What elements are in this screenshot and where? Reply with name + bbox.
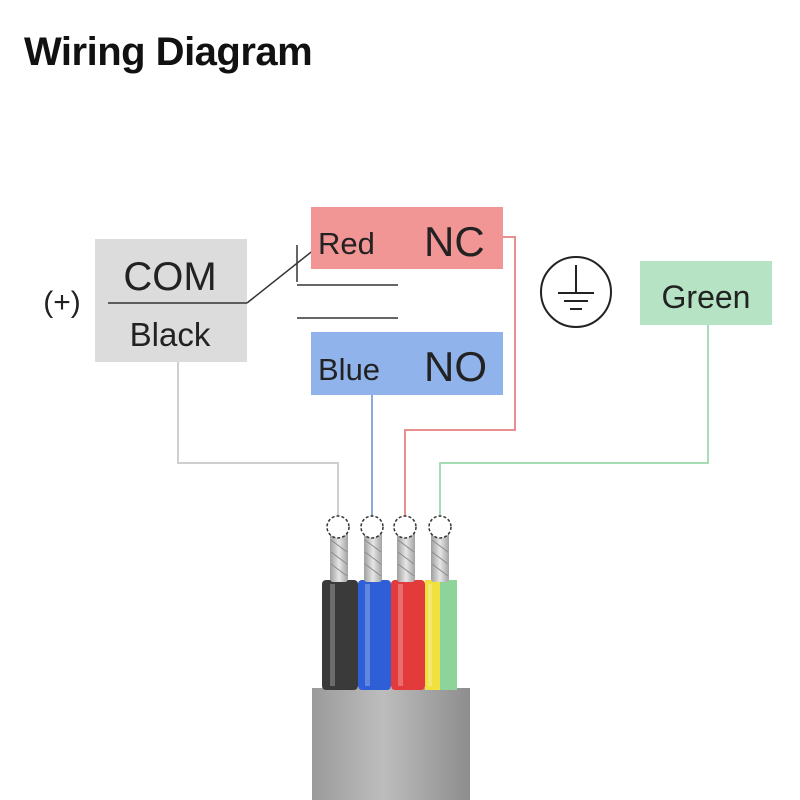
ground-icon (540, 256, 612, 328)
wire-red (391, 580, 425, 690)
page-title: Wiring Diagram (24, 30, 313, 74)
crimp-circle-icon (326, 515, 452, 539)
com-label: COM (123, 255, 216, 299)
wire-strands (330, 530, 449, 582)
wire-black (322, 580, 358, 690)
green-label: Green (662, 279, 751, 315)
wire-yellow (425, 580, 440, 690)
green-connection-line (439, 325, 709, 520)
blue-label: Blue (318, 352, 380, 387)
red-connection-line (404, 236, 516, 520)
wire-blue (358, 580, 391, 690)
nc-box (311, 207, 503, 269)
wire-green (440, 580, 457, 690)
black-label: Black (130, 316, 211, 353)
nc-label: NC (424, 218, 485, 265)
green-box (640, 261, 772, 325)
red-label: Red (318, 226, 375, 261)
cable-jacket (312, 688, 470, 800)
com-box (95, 239, 247, 362)
switch-lever (246, 244, 321, 304)
no-label: NO (424, 343, 487, 390)
plus-label: (+) (43, 286, 81, 319)
wire-highlights (330, 584, 432, 686)
no-box (311, 332, 503, 395)
black-connection-line (177, 362, 339, 520)
